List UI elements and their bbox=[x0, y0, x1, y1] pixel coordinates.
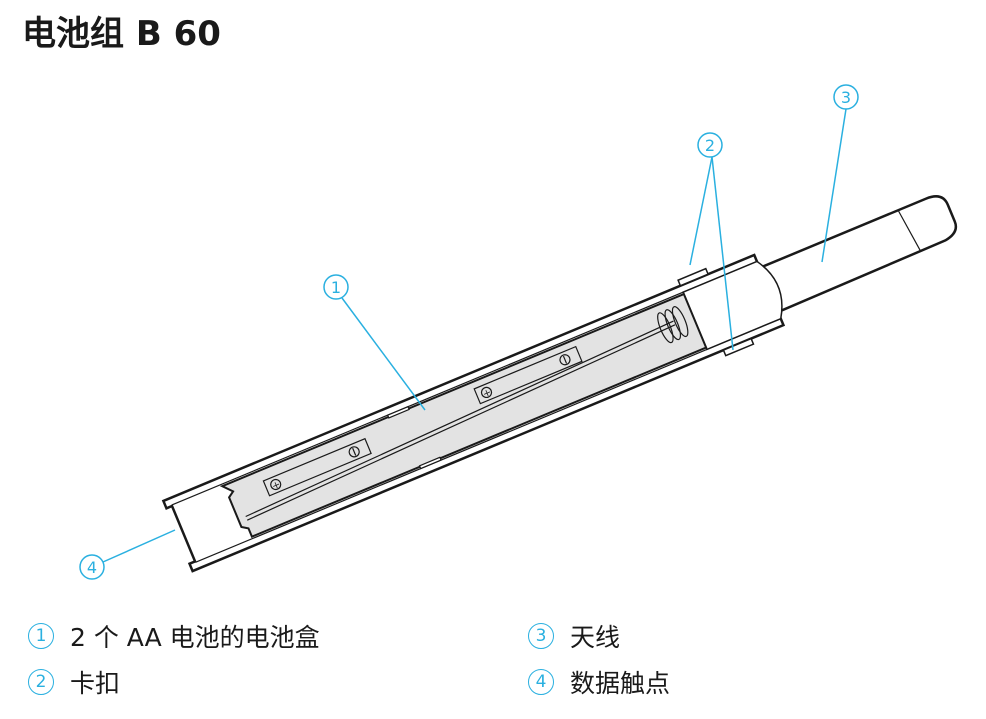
page-title: 电池组 B 60 bbox=[22, 14, 221, 54]
legend-label: 2 个 AA 电池的电池盒 bbox=[70, 623, 320, 652]
legend-item-4: 4 数据触点 bbox=[528, 664, 670, 700]
antenna bbox=[739, 195, 958, 322]
callout-2: 2 bbox=[697, 132, 723, 158]
svg-text:+: + bbox=[270, 479, 282, 492]
legend-number: 2 bbox=[28, 669, 54, 695]
legend-number: 3 bbox=[528, 623, 554, 649]
clip-top bbox=[677, 267, 710, 287]
legend-item-1: 1 2 个 AA 电池的电池盒 bbox=[28, 618, 320, 654]
svg-text:3: 3 bbox=[841, 88, 851, 107]
callout-1: 1 bbox=[323, 274, 349, 300]
svg-text:2: 2 bbox=[705, 136, 715, 155]
battery-pack-diagram: + + 1 2 3 4 bbox=[79, 84, 958, 580]
svg-text:4: 4 bbox=[87, 558, 97, 577]
legend-label: 数据触点 bbox=[570, 669, 671, 698]
legend-label: 卡扣 bbox=[70, 669, 121, 698]
legend-item-3: 3 天线 bbox=[528, 618, 620, 654]
legend-item-2: 2 卡扣 bbox=[28, 664, 120, 700]
clip-bottom bbox=[722, 337, 755, 357]
svg-text:1: 1 bbox=[331, 278, 341, 297]
legend-number: 1 bbox=[28, 623, 54, 649]
callout-4: 4 bbox=[79, 554, 105, 580]
legend-number: 4 bbox=[528, 669, 554, 695]
spring-icon bbox=[657, 312, 674, 344]
callout-3: 3 bbox=[833, 84, 859, 110]
svg-text:+: + bbox=[481, 387, 493, 400]
legend-label: 天线 bbox=[570, 623, 621, 652]
